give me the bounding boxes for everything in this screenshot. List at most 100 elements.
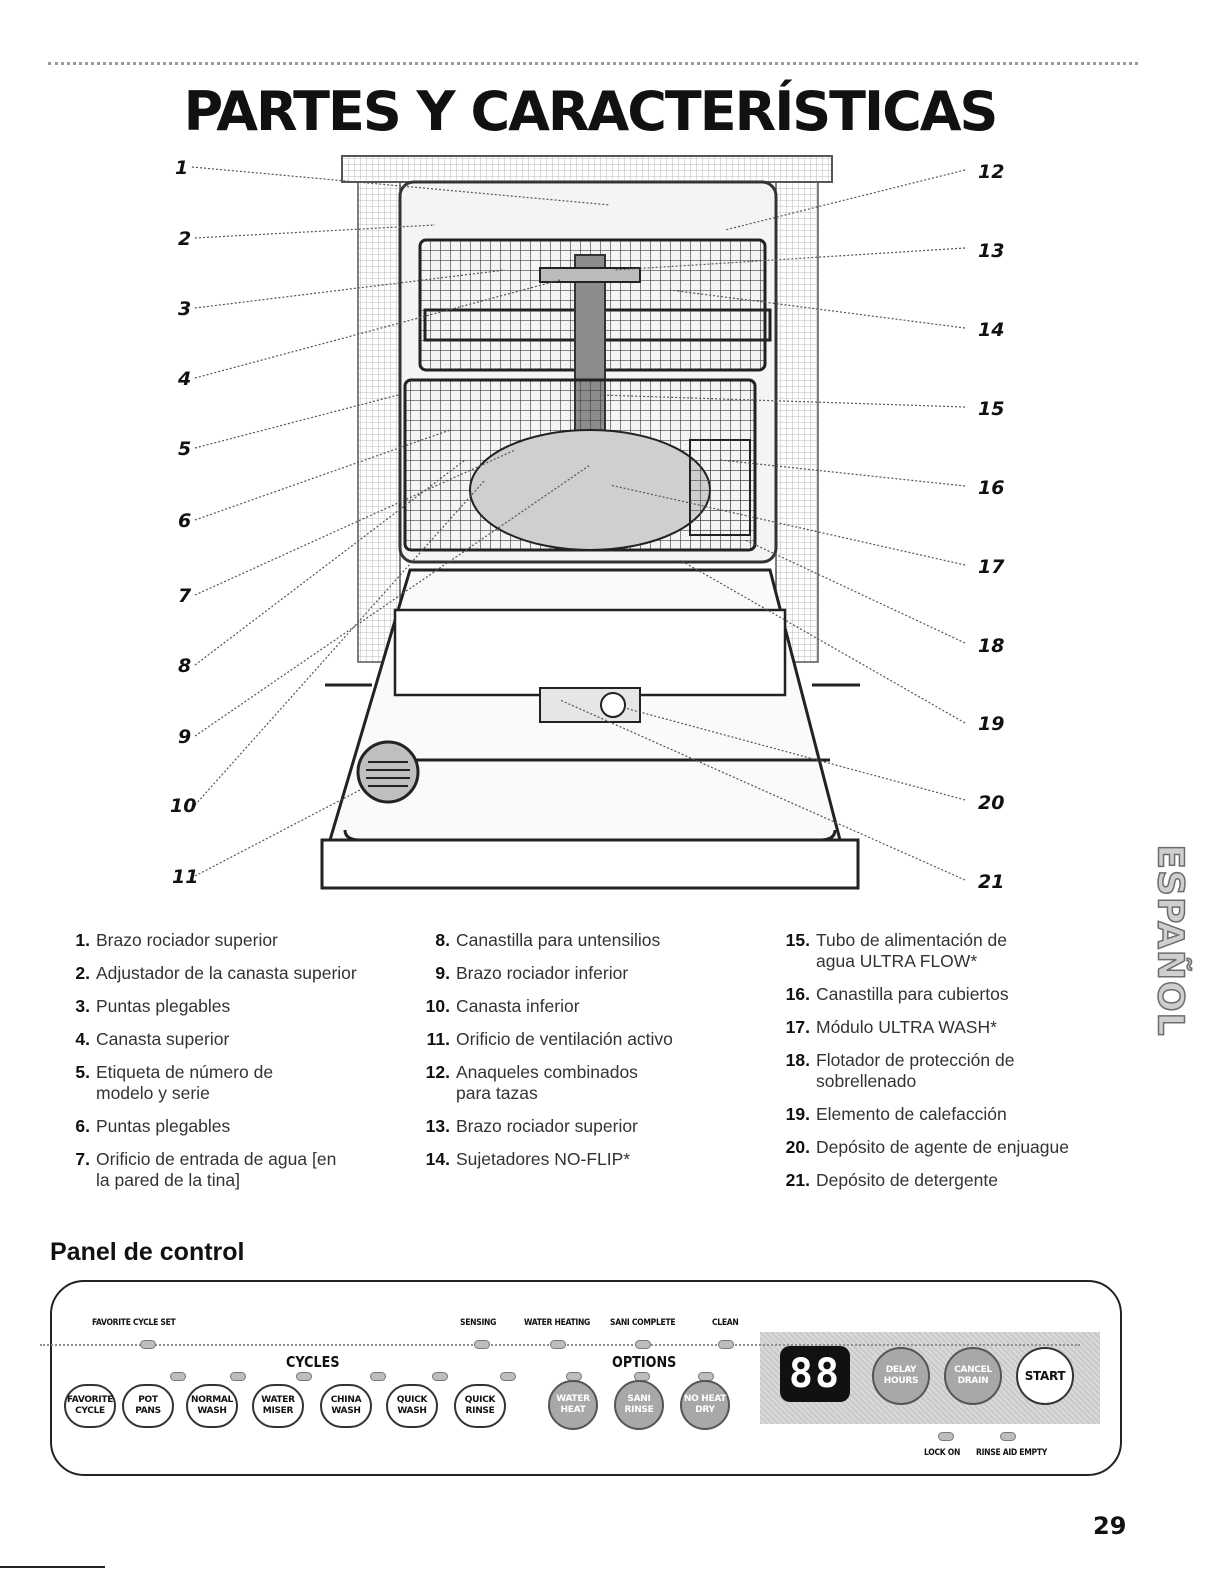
callout-1: 1 [175,157,188,179]
leader-lines-left [191,166,611,877]
parts-list-item: 17.Módulo ULTRA WASH* [785,1017,997,1037]
cycle-led [432,1372,448,1381]
no-heat-dry-button[interactable]: NO HEAT DRY [680,1380,730,1430]
top-dotted-rule [48,62,1138,65]
parts-list-item: 7.Orificio de entrada de agua [en la par… [75,1149,337,1190]
upper-spray-arm [539,267,641,283]
start-button[interactable]: START [1016,1347,1074,1405]
callout-17: 17 [978,556,1005,578]
normal-wash-button[interactable]: NORMAL WASH [186,1384,238,1428]
page-title: PARTES Y CARACTERÍSTICAS [183,80,999,143]
dishwasher-top-frame [341,155,833,183]
quick-rinse-button[interactable]: QUICK RINSE [454,1384,506,1428]
lower-spray-arm [469,429,711,551]
callout-20: 20 [978,792,1004,814]
rinse-aid-empty-led [1000,1432,1016,1441]
parts-list-item: 15.Tubo de alimentación de agua ULTRA FL… [785,930,1008,971]
parts-list-item: 13.Brazo rociador superior [425,1116,638,1136]
callout-12: 12 [978,161,1004,183]
callout-2: 2 [178,228,191,250]
parts-list-item: 18.Flotador de protección de sobrellenad… [785,1050,1015,1091]
parts-list-item: 11.Orificio de ventilación activo [426,1029,673,1049]
cycle-led [370,1372,386,1381]
callout-3: 3 [178,298,191,320]
callout-6: 6 [178,510,191,532]
parts-list-item: 2.Adjustador de la canasta superior [75,963,357,983]
cancel-drain-button[interactable]: CANCEL DRAIN [944,1347,1002,1405]
parts-list-item: 9.Brazo rociador inferior [435,963,629,983]
sani-complete-indicator-label: SANI COMPLETE [610,1318,676,1328]
parts-list-column-2: 8.Canastilla para untensilios 9.Brazo ro… [410,930,750,1182]
left-side-wall [357,181,401,663]
callout-13: 13 [978,240,1004,262]
parts-list-item: 20.Depósito de agente de enjuague [785,1137,1069,1157]
callout-5: 5 [178,438,191,460]
door-inner-panel [393,608,787,697]
parts-list-column-1: 1.Brazo rociador superior 2.Adjustador d… [60,930,420,1203]
clean-indicator-label: CLEAN [712,1318,739,1328]
silverware-basket [689,439,751,536]
callout-11: 11 [172,866,198,888]
callout-21: 21 [978,871,1004,893]
china-wash-button[interactable]: CHINA WASH [320,1384,372,1428]
parts-list-item: 8.Canastilla para untensilios [435,930,661,950]
dishwasher-diagram: 1 2 3 4 5 6 7 8 9 10 11 12 13 14 15 16 1… [170,155,1005,893]
favorite-cycle-button[interactable]: FAVORITE CYCLE [64,1384,116,1428]
parts-list-item: 6.Puntas plegables [75,1116,231,1136]
water-heating-led [550,1340,566,1349]
cycle-led [170,1372,186,1381]
callout-18: 18 [978,635,1004,657]
options-label: OPTIONS [612,1353,677,1371]
language-side-tab: ESPAÑOL [1149,843,1192,1037]
rinse-aid-empty-indicator-label: RINSE AID EMPTY [976,1448,1047,1458]
callouts-right: 12 13 14 15 16 17 18 19 20 21 [978,161,1005,893]
page-number: 29 [1093,1512,1127,1540]
callout-9: 9 [178,726,191,748]
parts-list-column-3: 15.Tubo de alimentación de agua ULTRA FL… [762,930,1112,1203]
cycle-led [500,1372,516,1381]
callout-16: 16 [978,477,1004,499]
callouts-left: 1 2 3 4 5 6 7 8 9 10 11 [170,157,198,888]
pot-pans-button[interactable]: POT PANS [122,1384,174,1428]
callout-15: 15 [978,398,1004,420]
quick-wash-button[interactable]: QUICK WASH [386,1384,438,1428]
parts-list-item: 19.Elemento de calefacción [785,1104,1007,1124]
time-display: 88 [780,1346,850,1402]
leader-lines-right [559,169,966,881]
sensing-led [474,1340,490,1349]
parts-list-item: 12.Anaqueles combinados para tazas [425,1062,638,1103]
callout-19: 19 [978,713,1004,735]
active-vent [356,740,420,804]
clean-led [718,1340,734,1349]
parts-list-item: 14.Sujetadores NO-FLIP* [425,1149,631,1169]
water-miser-button[interactable]: WATER MISER [252,1384,304,1428]
sani-rinse-button[interactable]: SANI RINSE [614,1380,664,1430]
bottom-edge-mark [0,1566,105,1568]
rinse-aid-cap [600,692,626,718]
cycles-label: CYCLES [286,1353,340,1371]
parts-list-item: 5.Etiqueta de número de modelo y serie [75,1062,274,1103]
parts-list-item: 1.Brazo rociador superior [75,930,278,950]
water-heat-button[interactable]: WATER HEAT [548,1380,598,1430]
right-side-wall [775,181,819,663]
water-heating-indicator-label: WATER HEATING [524,1318,591,1328]
control-panel-heading: Panel de control [50,1238,245,1266]
vent-grille [366,761,410,787]
parts-list-item: 3.Puntas plegables [75,996,231,1016]
delay-hours-button[interactable]: DELAY HOURS [872,1347,930,1405]
sani-complete-led [635,1340,651,1349]
parts-list-item: 16.Canastilla para cubiertos [785,984,1009,1004]
callout-8: 8 [178,655,191,677]
parts-list-item: 4.Canasta superior [75,1029,230,1049]
parts-list-item: 10.Canasta inferior [425,996,580,1016]
parts-list-item: 21.Depósito de detergente [785,1170,998,1190]
cycle-led [230,1372,246,1381]
lock-on-indicator-label: LOCK ON [924,1448,961,1458]
callout-7: 7 [178,585,192,607]
control-panel [50,1280,1122,1476]
cycle-led [296,1372,312,1381]
favorite-cycle-set-led [140,1340,156,1349]
callout-4: 4 [177,368,191,390]
favorite-cycle-set-indicator-label: FAVORITE CYCLE SET [92,1318,176,1328]
callout-14: 14 [978,319,1004,341]
